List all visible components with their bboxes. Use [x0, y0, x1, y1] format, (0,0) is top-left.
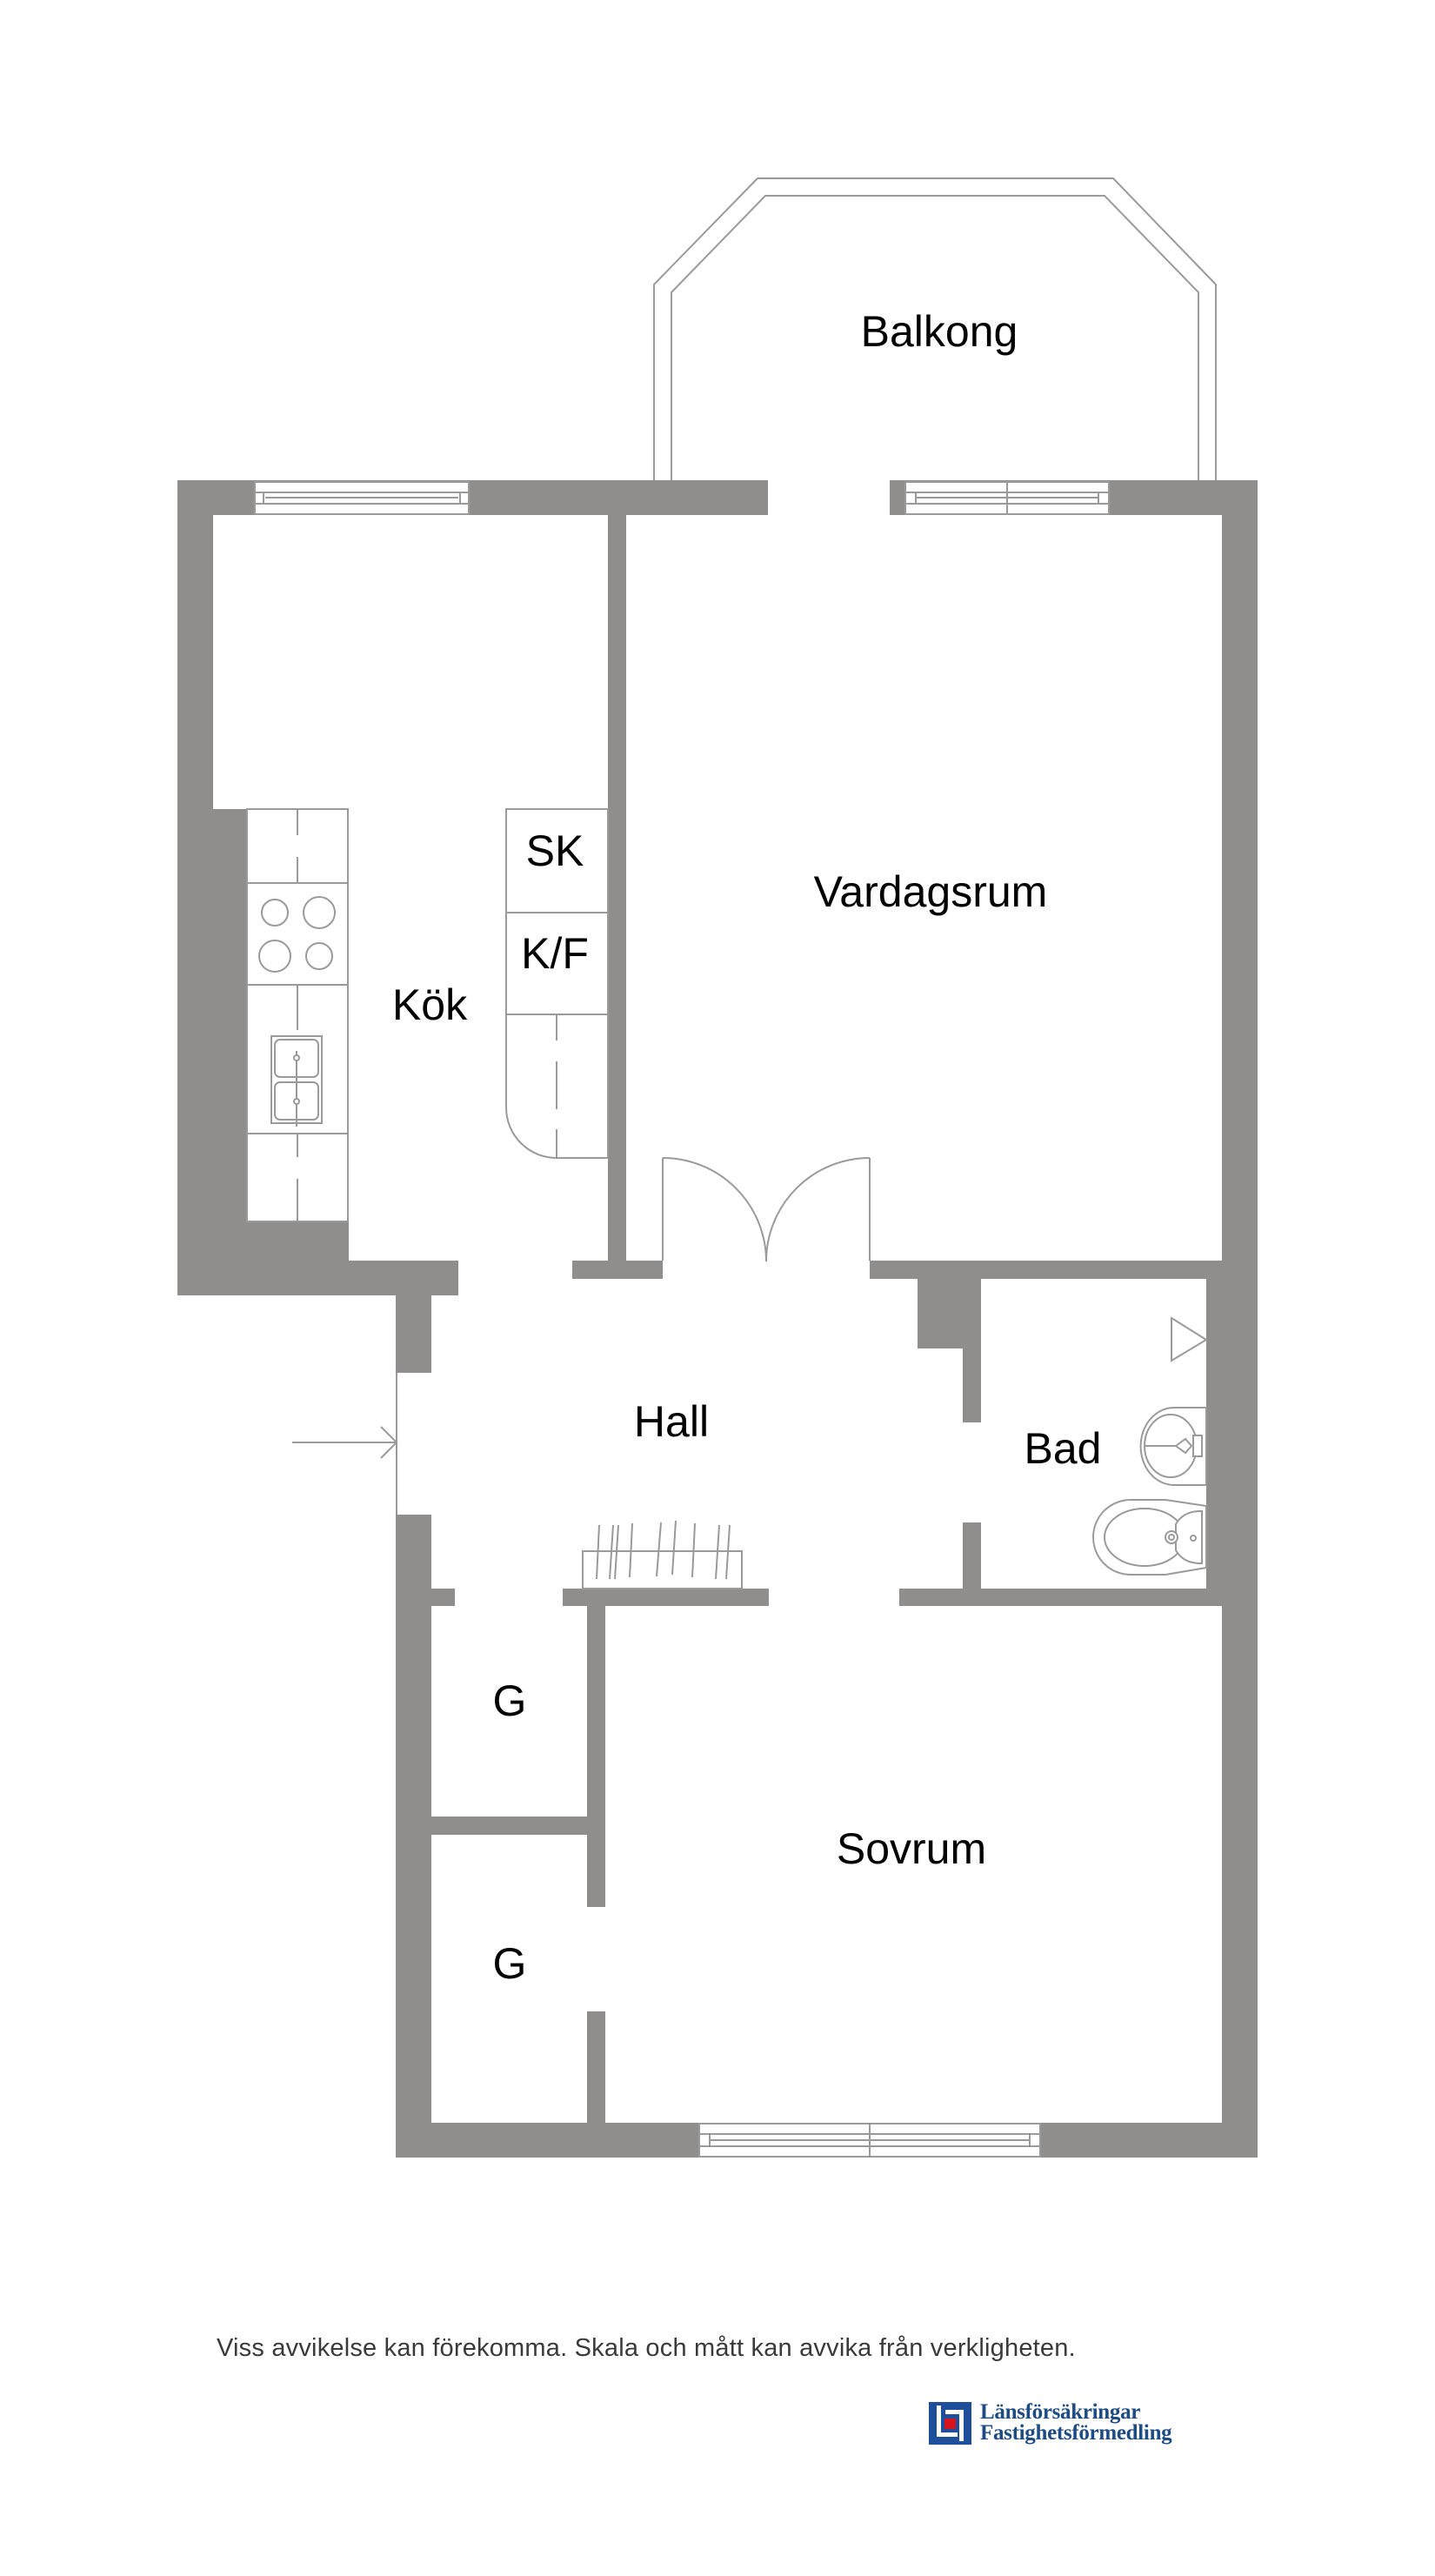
room-label-balcony: Balkong — [861, 307, 1018, 356]
cabinet-label: SK — [526, 826, 584, 875]
shower-icon — [1171, 1316, 1208, 1362]
company-logo: Länsförsäkringar Fastighetsförmedling — [929, 2394, 1225, 2452]
balcony-railing — [653, 177, 1217, 480]
sink-icon — [270, 1035, 323, 1127]
living-room-window — [904, 481, 1110, 515]
washbasin-icon — [1139, 1407, 1207, 1486]
room-label-closet-1: G — [493, 1676, 527, 1725]
room-label-bathroom: Bad — [1025, 1424, 1102, 1473]
shoe-rack-icon — [582, 1520, 743, 1589]
stove-icon — [258, 896, 336, 973]
room-label-hall: Hall — [634, 1397, 709, 1446]
fridge-freezer-label: K/F — [521, 929, 589, 978]
room-label-kitchen: Kök — [392, 980, 468, 1029]
logo-line-1: Länsförsäkringar — [980, 2400, 1141, 2424]
room-label-bedroom: Sovrum — [837, 1824, 986, 1873]
room-label-closet-2: G — [493, 1939, 527, 1988]
logo-line-2: Fastighetsförmedling — [980, 2421, 1172, 2445]
kitchen-window — [254, 481, 470, 515]
walls — [177, 480, 1258, 2158]
disclaimer-text: Viss avvikelse kan förekomma. Skala och … — [217, 2334, 1076, 2362]
tall-cabinet — [505, 808, 609, 913]
toilet-icon — [1092, 1499, 1207, 1576]
kitchen-counter — [246, 808, 349, 1222]
double-door — [662, 1157, 871, 1262]
bedroom-window — [698, 2123, 1041, 2158]
fridge-freezer — [505, 912, 609, 1015]
room-label-living-room: Vardagsrum — [814, 867, 1048, 916]
entrance-arrow-icon — [292, 1373, 398, 1515]
logo-text: Länsförsäkringar Fastighetsförmedling — [980, 2400, 1172, 2445]
corner-cabinet — [505, 1014, 609, 1159]
logo-mark-icon — [929, 2401, 971, 2445]
